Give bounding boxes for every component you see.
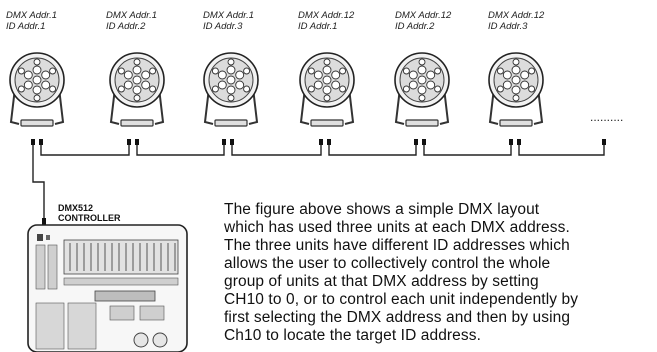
- fixture-dmx-address: DMX Addr.12: [395, 10, 452, 21]
- fixture-6: [488, 52, 544, 127]
- description-text: The figure above shows a simple DMX layo…: [224, 201, 657, 352]
- controller-label-line2: CONTROLLER: [58, 213, 121, 223]
- fixture-id-address: ID Addr.3: [488, 21, 528, 32]
- fixture-5: [394, 52, 450, 127]
- description-line: CH10 to 0, or to control each unit indep…: [224, 291, 579, 308]
- fixture-1: [9, 52, 65, 127]
- controller-label-line1: DMX512: [58, 203, 94, 213]
- fixture-dmx-address: DMX Addr.1: [6, 10, 58, 21]
- fixture-id-address: ID Addr.1: [298, 21, 338, 32]
- fixture-3: [203, 52, 259, 127]
- fixture-dmx-address: DMX Addr.12: [298, 10, 355, 21]
- fixture-id-address: ID Addr.1: [6, 21, 46, 32]
- fixture-4: [299, 52, 355, 127]
- fixture-2: [109, 52, 165, 127]
- fixture-label-2: DMX Addr.1 ID Addr.2: [106, 10, 186, 32]
- controller-label: DMX512 CONTROLLER: [58, 203, 121, 223]
- dmx-connector: [31, 139, 43, 145]
- description-line: Ch10 to locate the target ID address.: [224, 327, 482, 344]
- dmx-connector: [509, 139, 521, 145]
- fixture-label-5: DMX Addr.12 ID Addr.2: [395, 10, 475, 32]
- dmx-cable-chain: [32, 145, 605, 218]
- fixture-dmx-address: DMX Addr.12: [488, 10, 545, 21]
- description-line: group of units at that DMX address by se…: [224, 273, 539, 290]
- fixture-label-4: DMX Addr.12 ID Addr.1: [298, 10, 378, 32]
- description-line: The figure above shows a simple DMX layo…: [224, 201, 540, 218]
- dmx-connector: [222, 139, 234, 145]
- dmx-connector: [319, 139, 331, 145]
- fixture-id-address: ID Addr.3: [203, 21, 243, 32]
- fixture-dmx-address: DMX Addr.1: [203, 10, 255, 21]
- dmx-connector: [127, 139, 139, 145]
- dmx-connector: [414, 139, 426, 145]
- fixture-label-6: DMX Addr.12 ID Addr.3: [488, 10, 568, 32]
- description-line: which has used three units at each DMX a…: [224, 219, 570, 236]
- fixture-id-address: ID Addr.2: [106, 21, 146, 32]
- description-line: allows the user to collectively control …: [224, 255, 551, 272]
- fixture-label-1: DMX Addr.1 ID Addr.1: [6, 10, 86, 32]
- fixture-dmx-address: DMX Addr.1: [106, 10, 158, 21]
- dmx-controller: [27, 218, 188, 352]
- description-line: first selecting the DMX address and then…: [224, 309, 571, 326]
- fixture-label-3: DMX Addr.1 ID Addr.3: [203, 10, 283, 32]
- dmx-connector: [602, 139, 606, 145]
- continuation-dots: ..........: [590, 110, 623, 124]
- description-line: The three units have different ID addres…: [224, 237, 570, 254]
- fixture-id-address: ID Addr.2: [395, 21, 435, 32]
